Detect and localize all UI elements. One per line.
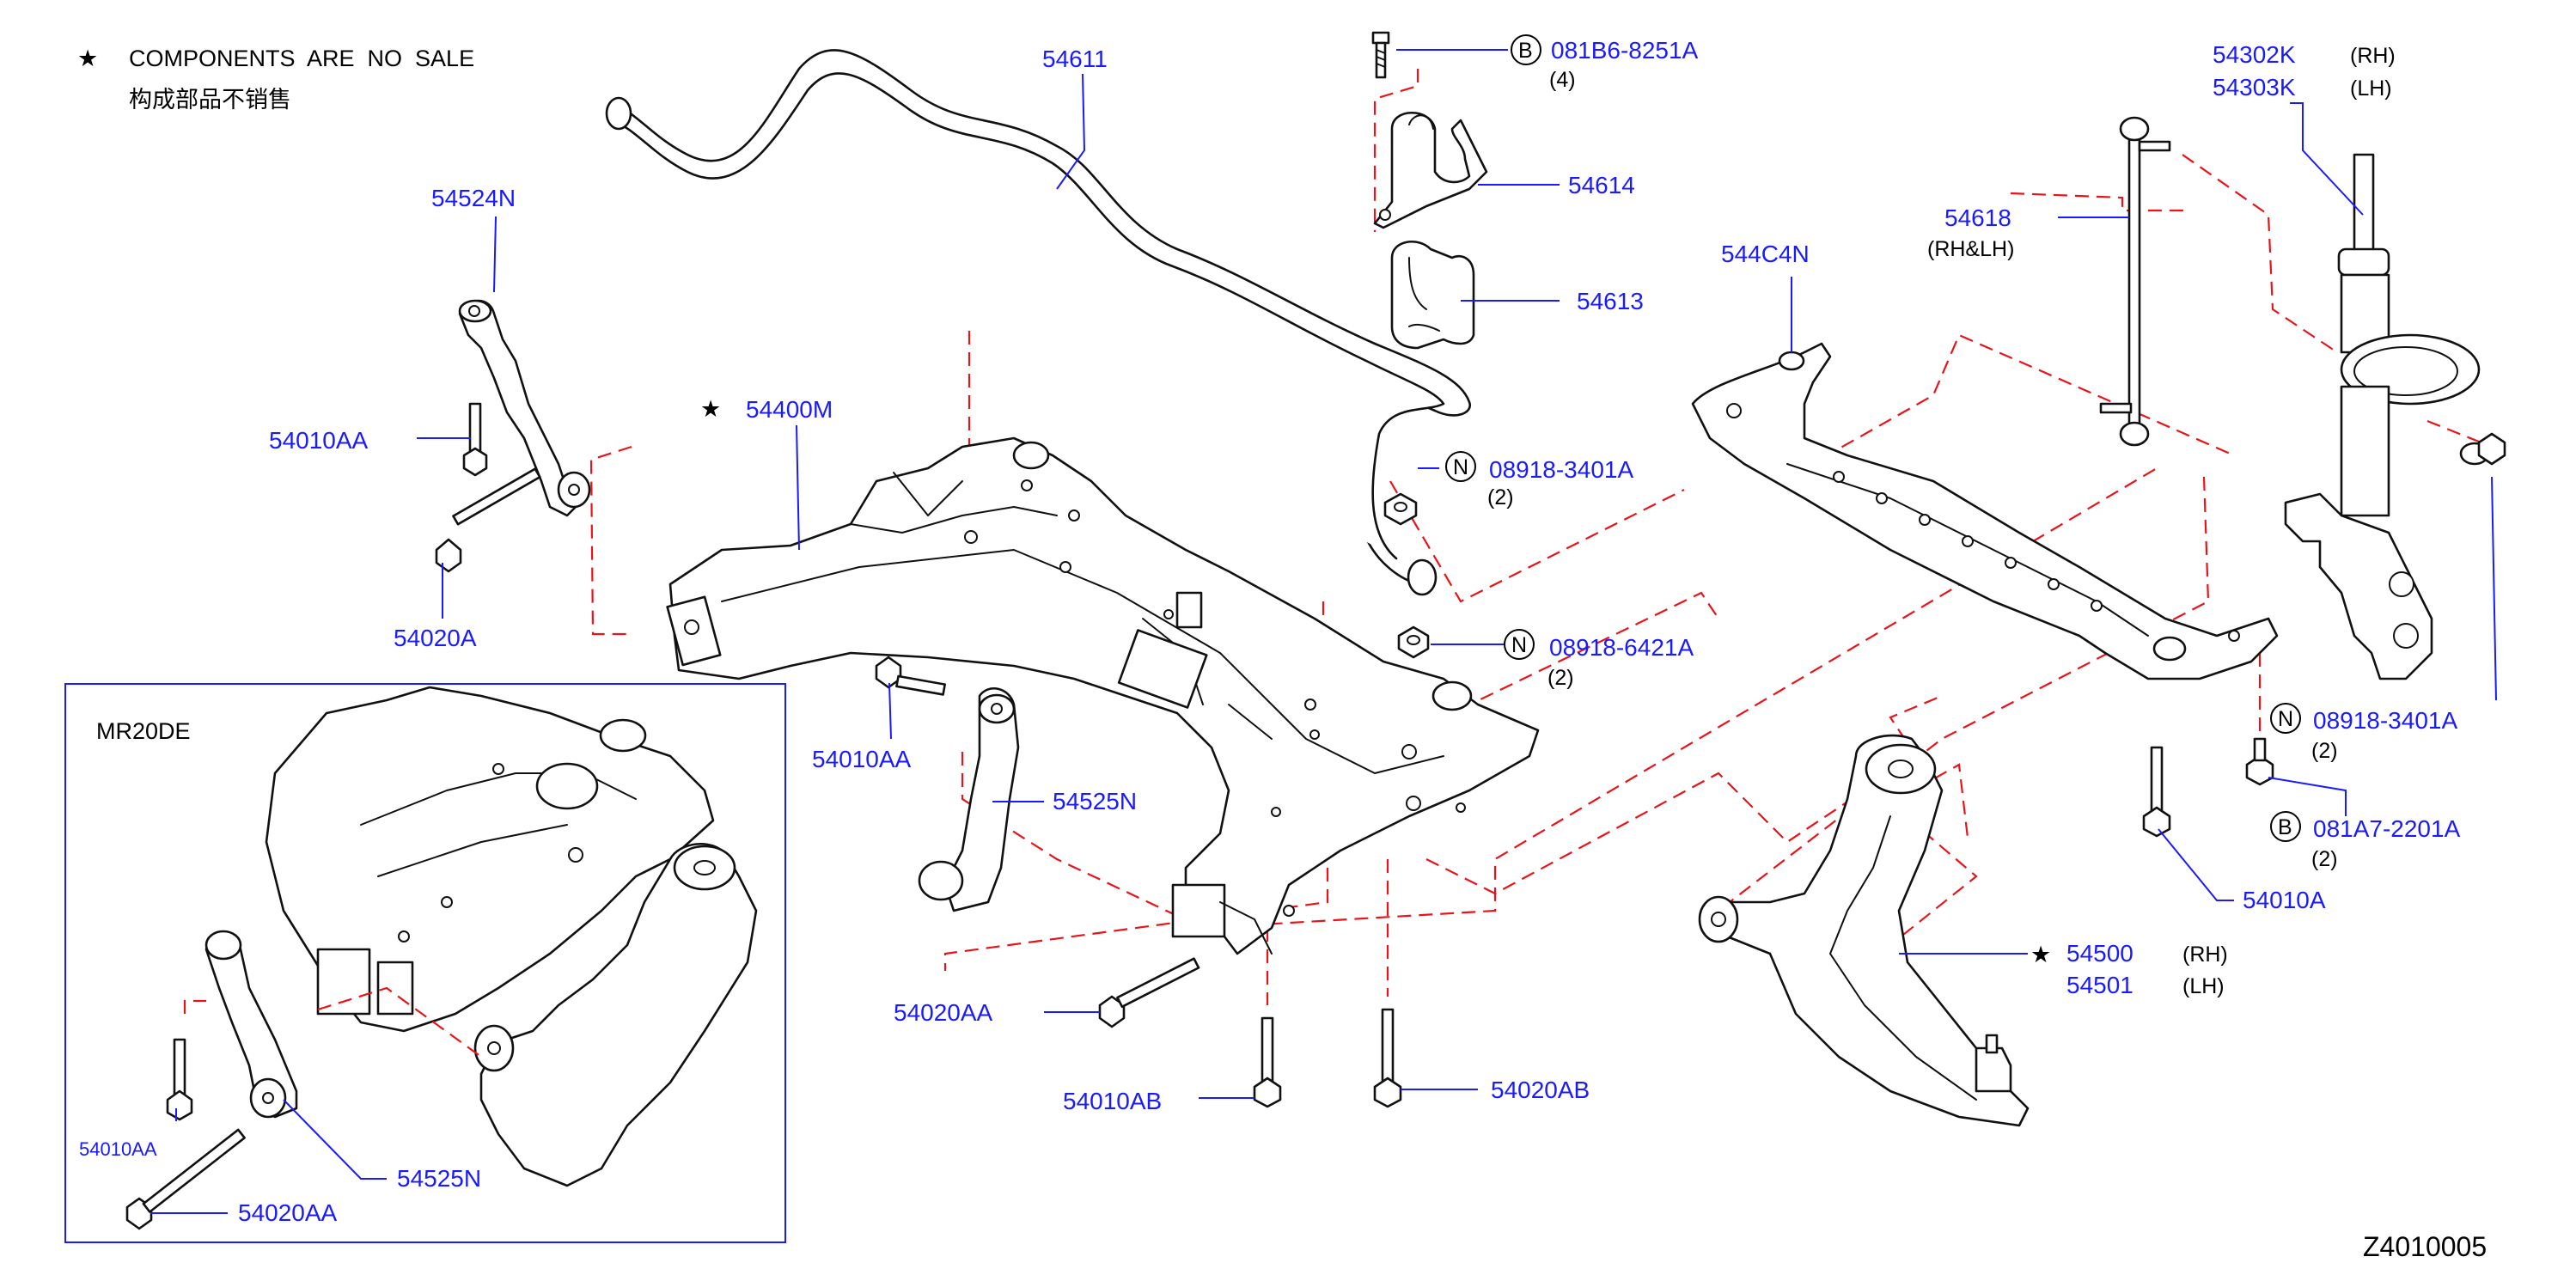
- notice-star-icon: ★: [77, 46, 98, 71]
- label-54020a: 54020A: [394, 625, 477, 651]
- label-inset-54010aa: 54010AA: [79, 1138, 157, 1160]
- inset-link-54525n: [204, 930, 298, 1119]
- badge-081b6: B: [1518, 39, 1533, 63]
- inset-member: [265, 686, 715, 1033]
- link-54524n: [458, 299, 591, 517]
- inset-title: MR20DE: [96, 718, 191, 744]
- bolt-54010a: [2142, 746, 2171, 838]
- label-08918-6421a: 08918-6421A: [1549, 634, 1694, 661]
- badge-08918-3401a-b: N: [2278, 707, 2293, 731]
- label-54613: 54613: [1577, 288, 1644, 314]
- badge-n-circle: [1504, 629, 1535, 660]
- label-inset-54020aa: 54020AA: [238, 1199, 338, 1226]
- label-54524n: 54524N: [431, 185, 516, 211]
- label-08918-3401a-b: 08918-3401A: [2313, 707, 2457, 734]
- bolt-54010aa-mid: [875, 656, 946, 696]
- label-54020ab: 54020AB: [1491, 1077, 1590, 1103]
- label-54010aa-top: 54010AA: [269, 427, 369, 454]
- side-54501: (LH): [2182, 974, 2225, 998]
- inset-lower-arm: [473, 843, 758, 1187]
- no-sale-notice: ★ COMPONENTS ARE NO SALE 构成部品不销售: [77, 46, 474, 113]
- badge-b-circle: [1511, 34, 1541, 65]
- label-08918-3401a: 08918-3401A: [1489, 456, 1633, 483]
- inset-box: [64, 683, 786, 1243]
- diagram-code: Z4010005: [2363, 1231, 2487, 1262]
- label-54010aa-mid: 54010AA: [812, 746, 912, 772]
- badge-n-circle: [1445, 451, 1476, 482]
- label-54500: 54500: [2066, 940, 2133, 967]
- badge-n-circle: [2270, 703, 2301, 734]
- qty-081a7: (2): [2311, 847, 2338, 871]
- label-54010ab: 54010AB: [1063, 1088, 1162, 1114]
- stabilizer-clamp: [1373, 111, 1488, 229]
- link-54525n: [918, 687, 1020, 912]
- qty-08918-3401a-b: (2): [2311, 739, 2338, 763]
- label-54618: 54618: [1944, 204, 2011, 231]
- bolt-081b6: [1371, 31, 1390, 79]
- stabilizer-link-54618: [2099, 116, 2171, 447]
- strut-assembly: [2284, 153, 2490, 680]
- label-54302k: 54302K: [2213, 41, 2296, 68]
- badge-b-circle: [2270, 811, 2301, 842]
- label-54020aa: 54020AA: [894, 999, 993, 1026]
- label-54525n: 54525N: [1053, 788, 1137, 814]
- label-54501: 54501: [2066, 972, 2133, 998]
- stabilizer-bushing: [1390, 241, 1475, 350]
- bolt-54020aa: [1098, 957, 1200, 1028]
- side-54500: (RH): [2182, 943, 2228, 967]
- bolt-54010aa-top: [462, 402, 488, 477]
- inset-bolt-54020aa: [125, 1128, 246, 1230]
- label-54611: 54611: [1042, 46, 1108, 72]
- label-54010a: 54010A: [2243, 887, 2326, 913]
- lower-control-arm: [1698, 734, 2030, 1127]
- bolt-54020ab: [1373, 1008, 1402, 1108]
- qty-08918-6421a: (2): [1547, 666, 1574, 690]
- leader-lines: [150, 49, 2497, 1214]
- qty-08918-3401a: (2): [1487, 485, 1514, 509]
- side-54618: (RH&LH): [1927, 237, 2014, 261]
- nut-08918-6421a: [1397, 625, 1430, 659]
- badge-08918-3401a: N: [1453, 455, 1468, 479]
- label-081b6-8251a: 081B6-8251A: [1551, 37, 1699, 64]
- qty-081b6: (4): [1549, 68, 1576, 92]
- bolt-54020a: [435, 467, 541, 573]
- badge-081a7: B: [2278, 815, 2292, 839]
- label-54400m: 54400M: [746, 396, 833, 423]
- label-inset-54525n: 54525N: [397, 1165, 481, 1192]
- star-icon-54400m: ★: [700, 396, 721, 422]
- notice-text-en: COMPONENTS ARE NO SALE: [129, 46, 474, 71]
- nut-08918-3401a: [1383, 492, 1418, 526]
- label-544c4n: 544C4N: [1721, 241, 1810, 267]
- nut-08918-3401a-b: [2477, 432, 2506, 466]
- bolt-081a7: [2245, 737, 2274, 786]
- side-54302k: (RH): [2350, 44, 2396, 68]
- inset-bolt-54010aa: [166, 1038, 193, 1121]
- notice-text-cn: 构成部品不销售: [129, 87, 291, 113]
- badge-08918-6421a: N: [1511, 633, 1527, 657]
- star-icon-54500: ★: [2030, 942, 2051, 967]
- label-081a7-2201a: 081A7-2201A: [2313, 815, 2461, 842]
- cross-member-544c4n: [1691, 342, 2279, 680]
- stabilizer-bar: [605, 49, 1472, 596]
- side-54303k: (LH): [2350, 76, 2392, 101]
- label-54614: 54614: [1568, 172, 1635, 198]
- bolt-54010ab: [1253, 1016, 1282, 1108]
- suspension-member: [666, 436, 1540, 955]
- label-54303k: 54303K: [2213, 74, 2296, 101]
